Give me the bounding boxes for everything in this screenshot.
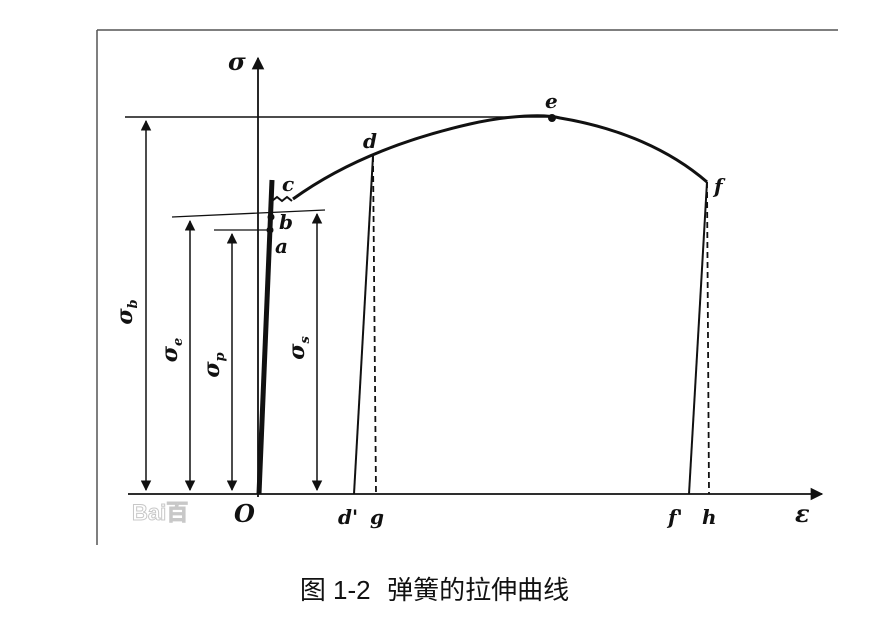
mark-f-prime: f' xyxy=(666,505,683,529)
unload-line-d xyxy=(353,155,374,495)
unload-line-f xyxy=(688,181,708,495)
point-a-label: a xyxy=(275,234,288,258)
ref-line-sigma-e xyxy=(171,209,326,218)
epsilon-axis-label: ε xyxy=(795,499,810,528)
stress-strain-curve xyxy=(292,114,708,201)
dashed-f-h xyxy=(706,181,710,495)
figure-caption: 图 1-2 弹簧的拉伸曲线 xyxy=(0,570,869,607)
dashed-d-g xyxy=(372,155,377,495)
svg-text:σs: σs xyxy=(284,336,313,360)
mark-d-prime: d' xyxy=(338,505,358,529)
point-b-label: b xyxy=(279,210,293,234)
mark-h: h xyxy=(702,505,717,529)
point-d-label: d xyxy=(363,129,377,153)
caption-title: 弹簧的拉伸曲线 xyxy=(387,576,570,606)
point-f-label: f xyxy=(712,174,726,198)
caption-number: 图 1-2 xyxy=(299,575,371,605)
sigma-p-label: σp xyxy=(199,352,228,377)
point-a-marker xyxy=(266,226,274,234)
mark-g: g xyxy=(370,505,384,529)
sigma-axis-label: σ xyxy=(228,47,246,76)
point-e-marker xyxy=(548,114,556,122)
watermark: Bai百 xyxy=(132,500,188,525)
sigma-e-label: σe xyxy=(157,338,186,363)
svg-text:σe: σe xyxy=(157,338,186,363)
sigma-s-label: σs xyxy=(284,336,313,360)
svg-text:σb: σb xyxy=(112,299,141,324)
yield-wiggle xyxy=(271,195,293,203)
svg-text:σp: σp xyxy=(199,352,228,377)
sigma-b-label: σb xyxy=(112,299,141,324)
point-c-label: c xyxy=(282,172,294,196)
point-e-label: e xyxy=(545,89,558,113)
origin-label: O xyxy=(234,499,255,528)
point-b-marker xyxy=(267,213,275,221)
